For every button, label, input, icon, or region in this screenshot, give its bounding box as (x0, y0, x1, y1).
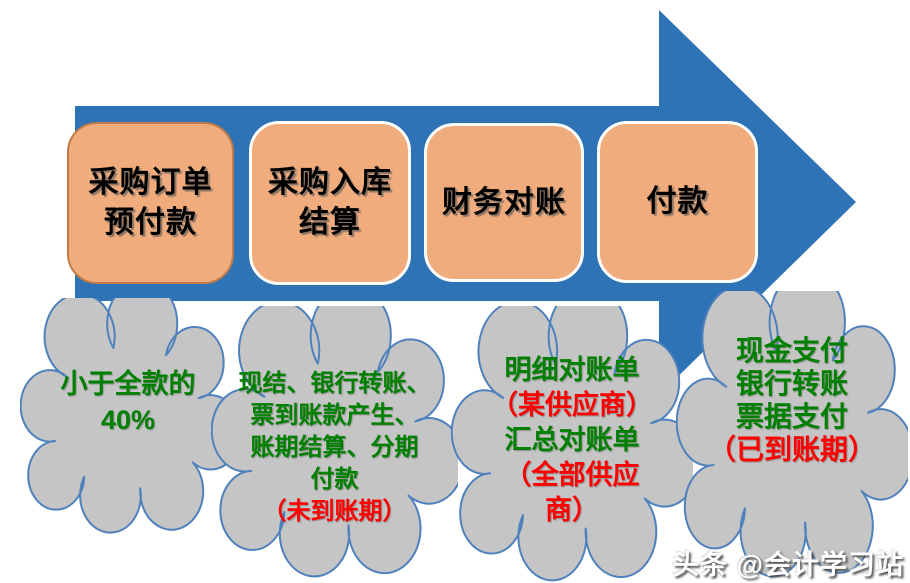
note-line: 付款 (310, 467, 359, 493)
note-line: 账期结算、分期 (250, 435, 419, 461)
note-line: 小于全款的 (60, 369, 196, 399)
note-line: 现结、银行转账、 (238, 371, 431, 397)
note-line: （某供应商） (491, 389, 653, 420)
note-line: 商） (545, 494, 599, 525)
cloud-text: 现金支付 银行转账 票据支付 （已到账期） (676, 257, 908, 544)
note-cloud-4: 现金支付 银行转账 票据支付 （已到账期） (676, 291, 908, 578)
note-line: 票到账款产生、 (250, 403, 419, 429)
note-line: （已到账期） (707, 434, 876, 466)
note-line: （未到账期） (262, 499, 407, 525)
step-label: 结算 (299, 206, 361, 239)
process-step-2: 采购入库 结算 (249, 121, 411, 285)
step-label: 财务对账 (442, 185, 566, 219)
cloud-shape (451, 306, 693, 582)
process-step-1: 采购订单 预付款 (67, 122, 234, 284)
cloud-text: 明细对账单 （某供应商） 汇总对账单 （全部供应 商） (451, 302, 693, 578)
note-line: 40% (100, 405, 156, 435)
cloud-text: 小于全款的 40% (20, 284, 236, 520)
note-line: 明细对账单 (504, 354, 640, 385)
cloud-shape (676, 291, 908, 578)
note-cloud-3: 明细对账单 （某供应商） 汇总对账单 （全部供应 商） (451, 306, 693, 582)
process-step-4: 付款 (597, 121, 758, 283)
note-line: 现金支付 (735, 335, 848, 367)
step-label: 预付款 (104, 206, 197, 239)
step-label: 采购订单 (88, 166, 213, 199)
note-cloud-2: 现结、银行转账、 票到账款产生、 账期结算、分期 付款 （未到账期） (211, 306, 458, 578)
note-cloud-1: 小于全款的 40% (20, 298, 236, 534)
cloud-shape (211, 306, 458, 578)
watermark: 头条 @会计学习站 (672, 550, 904, 580)
note-line: 银行转账 (735, 368, 848, 400)
note-line: 票据支付 (735, 401, 848, 433)
step-label: 采购入库 (268, 166, 392, 199)
note-line: 汇总对账单 (504, 424, 640, 455)
step-label: 付款 (646, 185, 709, 218)
process-step-3: 财务对账 (424, 123, 584, 282)
note-line: （全部供应 (504, 459, 640, 490)
cloud-shape (20, 298, 236, 534)
cloud-text: 现结、银行转账、 票到账款产生、 账期结算、分期 付款 （未到账期） (211, 312, 458, 583)
